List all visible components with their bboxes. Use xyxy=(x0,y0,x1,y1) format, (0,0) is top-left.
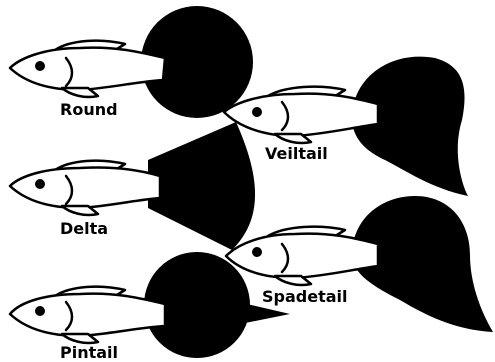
fish-round: Round xyxy=(10,6,253,119)
spadetail-label: Spadetail xyxy=(262,287,348,306)
pintail-label: Pintail xyxy=(60,343,118,362)
delta-label: Delta xyxy=(60,219,108,238)
pintail-eye xyxy=(35,306,45,316)
veiltail-eye xyxy=(252,107,262,117)
round-body xyxy=(10,48,165,90)
veiltail-label: Veiltail xyxy=(265,144,328,163)
round-label: Round xyxy=(60,100,118,119)
pintail-body xyxy=(10,294,165,336)
spadetail-eye xyxy=(252,247,262,257)
delta-tail xyxy=(148,122,255,250)
round-eye xyxy=(35,61,45,71)
fish-delta: Delta xyxy=(10,122,255,250)
delta-eye xyxy=(35,179,45,189)
fish-veiltail: Veiltail xyxy=(224,57,468,196)
delta-body xyxy=(10,167,160,208)
spadetail-body xyxy=(226,234,378,278)
